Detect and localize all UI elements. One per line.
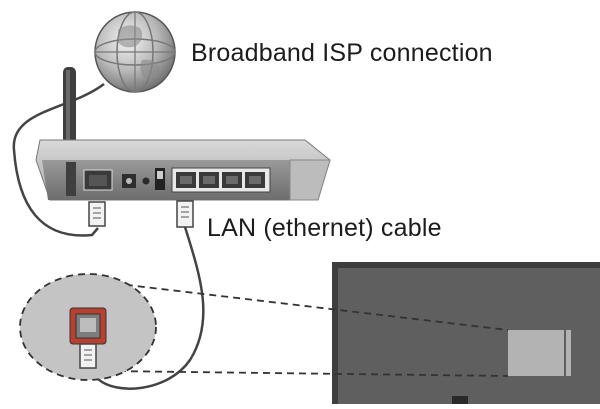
lan-cable — [89, 226, 205, 390]
globe-icon — [94, 11, 176, 93]
ethernet-plug-icon — [88, 201, 106, 227]
lan-cable-label: LAN (ethernet) cable — [207, 214, 442, 242]
ethernet-plug-icon — [176, 200, 194, 228]
isp-connection-label: Broadband ISP connection — [191, 39, 493, 67]
tv-icon — [332, 262, 600, 404]
ethernet-plug-icon — [79, 343, 97, 369]
lan-socket-icon — [69, 307, 107, 345]
router-icon — [35, 139, 331, 201]
